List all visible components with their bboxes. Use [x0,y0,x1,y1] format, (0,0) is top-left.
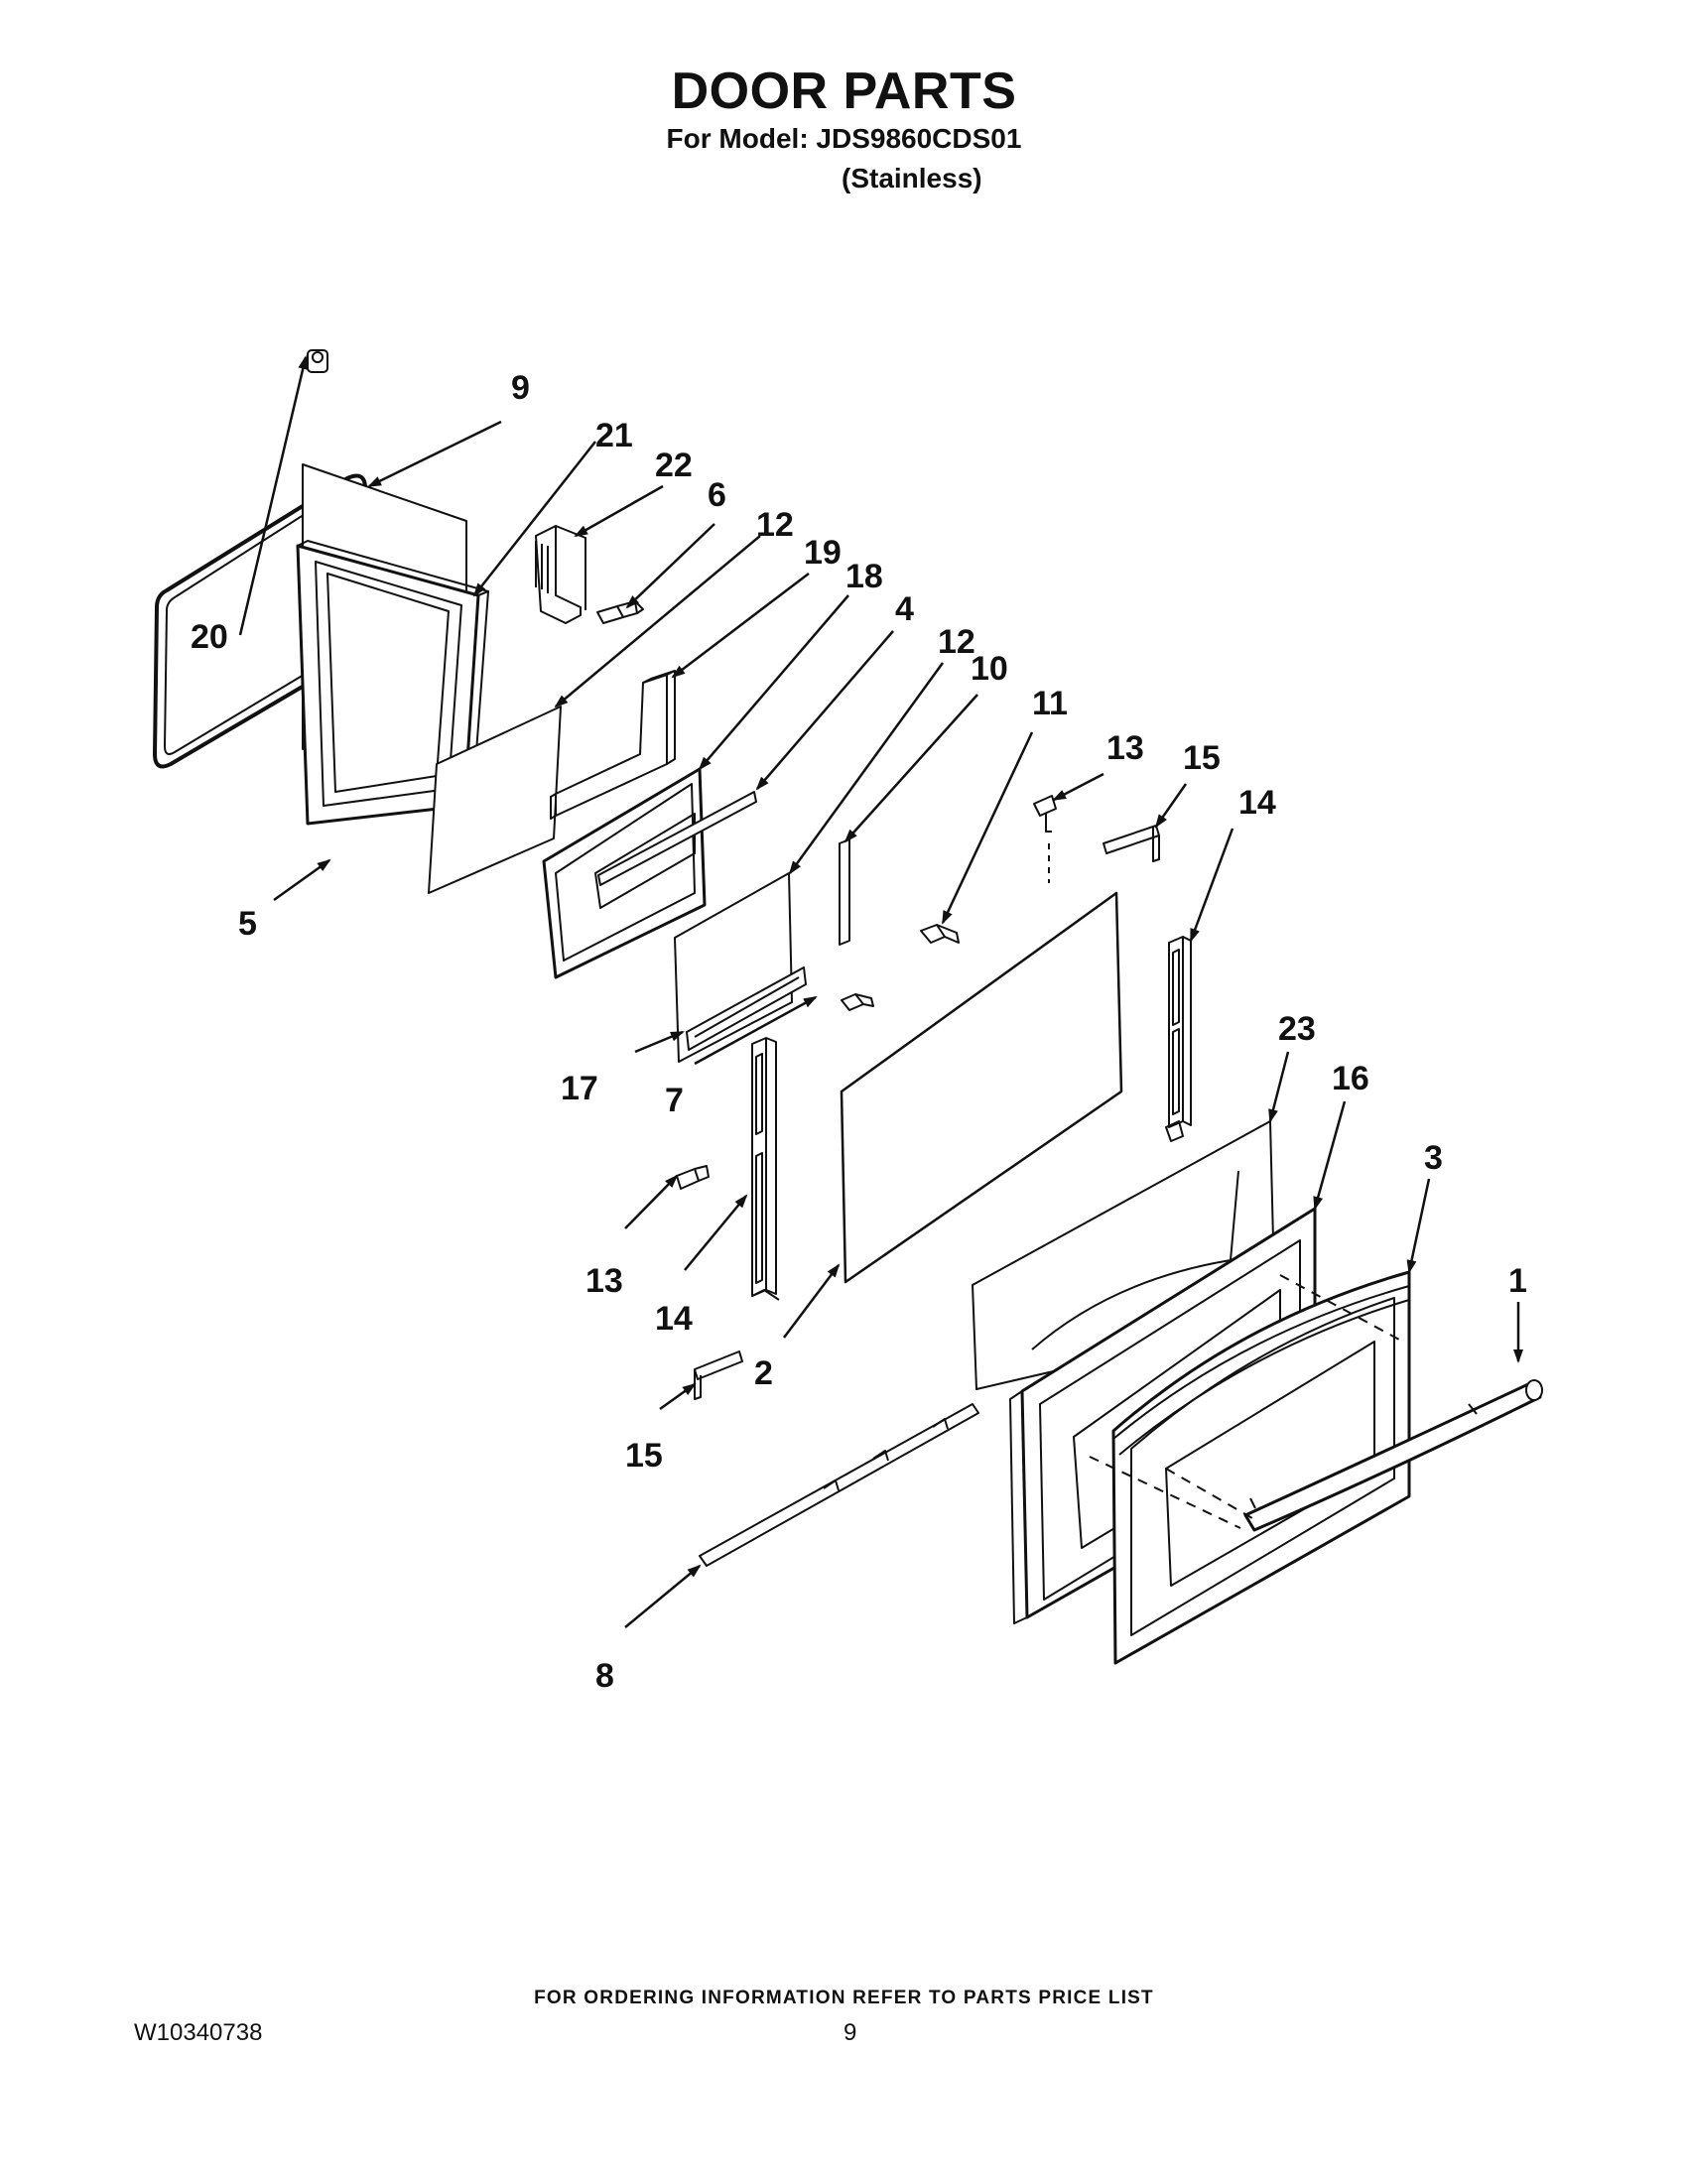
page-number: 9 [844,2019,857,2046]
callout-7: 7 [665,1082,684,1119]
side-trim-part-14-left [751,1037,780,1301]
ordering-note: FOR ORDERING INFORMATION REFER TO PARTS … [534,1988,1154,2008]
bracket-strip-part-4 [597,791,757,886]
callout-15-upper: 15 [1183,739,1221,777]
model-line: For Model: JDS9860CDS01 [666,123,1022,154]
callout-11: 11 [1032,685,1068,722]
callout-15-lower: 15 [625,1437,663,1475]
callout-3: 3 [1424,1139,1443,1177]
callout-19: 19 [804,534,842,572]
callout-14-right: 14 [1238,784,1276,822]
assembly-lines [1089,1274,1400,1529]
callout-20: 20 [191,618,228,656]
callout-16: 16 [1332,1060,1369,1097]
screw-part-11 [920,924,960,944]
gasket-clip-part-20 [307,349,328,373]
callout-9: 9 [511,369,530,407]
insulation-part-19 [550,670,676,820]
callout-21: 21 [595,417,633,454]
callout-10: 10 [971,650,1008,688]
callout-14-left: 14 [655,1300,693,1338]
callout-5: 5 [238,905,257,943]
vertical-bracket-part-10 [839,838,850,946]
finish-label: (Stainless) [842,163,982,193]
callout-23: 23 [1278,1010,1316,1048]
screw-part-7 [841,993,874,1011]
door-handle-part-1 [1243,1379,1543,1532]
callout-13-lower: 13 [585,1262,623,1300]
callout-17: 17 [561,1070,598,1107]
callout-18: 18 [845,558,883,595]
hinge-receptacle-part-22 [535,525,586,624]
bottom-trim-part-8 [699,1403,979,1567]
document-number: W10340738 [134,2019,263,2046]
page-title: DOOR PARTS [671,63,1017,120]
callout-13-upper: 13 [1106,729,1144,767]
callout-4: 4 [895,590,914,628]
callout-2: 2 [754,1354,773,1392]
callout-8: 8 [595,1657,614,1695]
screw-part-13-upper [1033,795,1057,883]
leader-arrows [238,355,1523,1628]
callout-1: 1 [1508,1262,1527,1300]
callout-12-lower: 12 [938,623,975,661]
screw-part-13-lower [676,1165,710,1190]
callout-6: 6 [708,476,726,514]
side-trim-part-14-right [1165,936,1192,1142]
glass-support-part-17 [686,966,807,1051]
inner-door-liner-part-21 [296,463,489,826]
small-bracket-part-15-lower [694,1350,743,1400]
small-bracket-part-15-upper [1103,825,1160,862]
callout-labels: 9 21 22 6 12 19 18 4 12 10 11 13 15 14 2… [191,369,1527,1695]
callout-22: 22 [655,447,693,484]
glass-panel-part-12-lower [674,872,793,1063]
screw-part-6 [596,600,644,624]
glass-panel-part-12-upper [428,706,562,894]
callout-12-upper: 12 [756,506,794,544]
outer-glass-part-2 [840,891,1123,1284]
